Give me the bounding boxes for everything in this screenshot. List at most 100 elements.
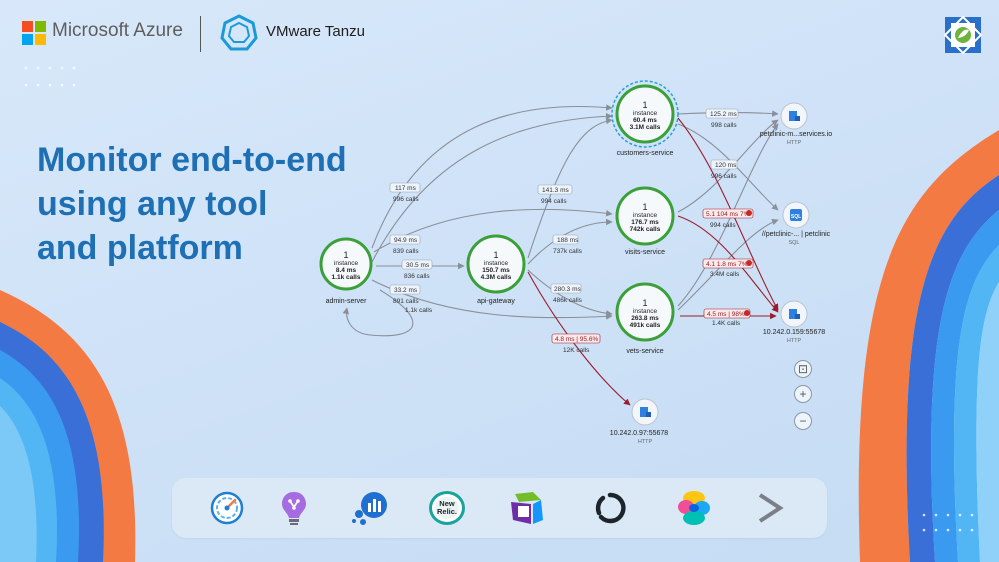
node-instance-count: 1 bbox=[642, 100, 647, 110]
edge-label-calls: 994 calls bbox=[710, 222, 736, 229]
node-calls: 3.1M calls bbox=[630, 124, 661, 131]
node-duration: 150.7 ms bbox=[482, 267, 510, 274]
node-api-gateway[interactable]: 1 instance 150.7 ms 4.3M calls api-gatew… bbox=[466, 234, 526, 305]
node-calls: 4.3M calls bbox=[481, 274, 512, 281]
error-label[interactable]: 4.1 1.8 ms 7% bbox=[702, 258, 754, 269]
endpoint-ip-97[interactable]: 10.242.0.97:55678 HTTP bbox=[610, 398, 668, 445]
headline: Monitor end-to-end using any tool and pl… bbox=[37, 138, 377, 270]
node-calls: 491k calls bbox=[630, 322, 661, 329]
error-label-text: 4.1 1.8 ms 7% bbox=[706, 261, 748, 268]
edge-label-calls: 994 calls bbox=[541, 198, 567, 205]
dot-grid-bottom-right bbox=[922, 513, 974, 532]
edge-admin-customers-2[interactable] bbox=[371, 112, 613, 263]
node-duration: 263.8 ms bbox=[631, 315, 659, 322]
endpoint-name: //petclinic-... | petclinic bbox=[762, 231, 831, 238]
tool-application-insights[interactable] bbox=[272, 478, 316, 538]
endpoint-petclinic-http[interactable]: petclinic-m...services.io HTTP bbox=[760, 102, 832, 146]
new-relic-text-2: Relic. bbox=[437, 507, 457, 516]
zoom-in-button[interactable]: + bbox=[794, 385, 812, 403]
error-edge-visits-ip159[interactable] bbox=[677, 215, 779, 313]
tool-azure-monitor[interactable] bbox=[205, 478, 249, 538]
azure-monitor-icon bbox=[210, 491, 244, 525]
tool-next[interactable] bbox=[747, 478, 791, 538]
node-instance-label: instance bbox=[633, 212, 658, 219]
edge-vets-sql[interactable] bbox=[677, 218, 779, 311]
node-vets-service[interactable]: 1 instance 263.8 ms 491k calls vets-serv… bbox=[615, 282, 675, 355]
edge-labels: 117 ms 996 calls 94.9 ms 839 calls 30.5 … bbox=[389, 108, 741, 327]
fit-to-screen-button[interactable]: ⊡ bbox=[794, 360, 812, 378]
edge-gateway-customers[interactable] bbox=[527, 117, 613, 259]
endpoint-kind: HTTP bbox=[787, 338, 802, 344]
error-label[interactable]: 4.5 ms | 98% bbox=[703, 308, 751, 319]
tool-elastic[interactable] bbox=[672, 478, 716, 538]
node-admin-server[interactable]: 1 instance 8.4 ms 1.1k calls admin-serve… bbox=[319, 237, 373, 305]
error-dots bbox=[744, 210, 752, 316]
edge-label: 188 ms 737k calls bbox=[552, 234, 583, 255]
edge-label: 280.3 ms 486k calls bbox=[550, 283, 583, 304]
node-calls: 742k calls bbox=[630, 226, 661, 233]
tool-new-relic[interactable]: New Relic. bbox=[425, 478, 469, 538]
tool-dynatrace[interactable] bbox=[505, 478, 549, 538]
azure-brand-label: Microsoft Azure bbox=[52, 20, 183, 41]
headline-line-1: Monitor end-to-end bbox=[37, 141, 347, 179]
endpoint-ip-159[interactable]: 10.242.0.159:55678 HTTP bbox=[763, 300, 825, 344]
edge-admin-customers[interactable] bbox=[371, 104, 613, 249]
endpoint-kind: SQL bbox=[788, 240, 799, 246]
http-endpoint-icon bbox=[789, 309, 800, 319]
header-divider bbox=[200, 16, 201, 52]
node-instance-label: instance bbox=[484, 260, 509, 267]
error-edge-gateway-ip97[interactable] bbox=[527, 271, 631, 406]
node-visits-service[interactable]: 1 instance 176.7 ms 742k calls visits-se… bbox=[615, 186, 675, 256]
endpoint-petclinic-sql[interactable]: SQL //petclinic-... | petclinic SQL bbox=[762, 201, 831, 246]
edge-label-calls: 1.1k calls bbox=[405, 307, 433, 314]
edge-label-ms: 280.3 ms bbox=[554, 286, 581, 293]
edge-label: 120 ms 996 calls bbox=[710, 159, 737, 180]
right-stripes-decoration bbox=[858, 130, 999, 562]
node-duration: 176.7 ms bbox=[631, 219, 659, 226]
endpoint-name: 10.242.0.97:55678 bbox=[610, 430, 668, 437]
error-label-text: 5.1 104 ms 7% bbox=[706, 211, 750, 218]
edge-label-ms: 117 ms bbox=[395, 185, 417, 192]
error-label[interactable]: 5.1 104 ms 7% bbox=[702, 208, 754, 219]
dot-grid-top-left bbox=[24, 66, 76, 87]
edge-label-calls: 839 calls bbox=[393, 248, 419, 255]
error-label-text: 4.8 ms | 95.6% bbox=[555, 336, 598, 343]
edge-gateway-vets[interactable] bbox=[527, 269, 613, 317]
edge-label-calls: 891 calls bbox=[393, 298, 419, 305]
chevron-right-icon bbox=[758, 493, 784, 523]
error-label-calls: 12K calls bbox=[563, 347, 590, 354]
service-nodes: 1 instance 8.4 ms 1.1k calls admin-serve… bbox=[319, 80, 679, 355]
sql-database-icon bbox=[790, 209, 802, 221]
edge-label-calls: 3.4M calls bbox=[710, 271, 740, 278]
tools-logo-bar: New Relic. bbox=[172, 478, 827, 538]
node-customers-service[interactable]: 1 instance 60.4 ms 3.1M calls customers-… bbox=[611, 80, 679, 157]
tool-lightstep[interactable] bbox=[588, 478, 632, 538]
node-instance-count: 1 bbox=[343, 250, 348, 260]
edge-label-calls: 486k calls bbox=[553, 297, 583, 304]
new-relic-logo-icon: New Relic. bbox=[429, 491, 465, 525]
sql-icon-text: SQL bbox=[791, 214, 801, 220]
node-instance-count: 1 bbox=[493, 250, 498, 260]
node-name: vets-service bbox=[626, 348, 663, 355]
error-label[interactable]: 4.8 ms | 95.6% 12K calls bbox=[551, 333, 601, 354]
node-instance-count: 1 bbox=[642, 202, 647, 212]
node-name: customers-service bbox=[617, 150, 674, 157]
tool-app-dynamics[interactable] bbox=[348, 478, 392, 538]
node-instance-label: instance bbox=[633, 110, 658, 117]
edge-label: 141.3 ms 994 calls bbox=[537, 184, 573, 205]
edge-admin-self[interactable] bbox=[342, 289, 414, 337]
elastic-logo-icon bbox=[678, 491, 710, 525]
node-instance-count: 1 bbox=[642, 298, 647, 308]
http-endpoint-icon bbox=[640, 407, 651, 417]
edge-label-ms: 120 ms bbox=[715, 162, 737, 169]
edge-label-ms: 141.3 ms bbox=[542, 187, 569, 194]
microsoft-logo-icon bbox=[22, 21, 46, 45]
node-calls: 1.1k calls bbox=[332, 274, 361, 281]
zoom-out-button[interactable]: − bbox=[794, 412, 812, 430]
edge-gateway-visits[interactable] bbox=[527, 218, 613, 265]
node-instance-label: instance bbox=[334, 260, 359, 267]
tanzu-brand-label: VMware Tanzu bbox=[266, 23, 365, 40]
lightstep-ring-icon bbox=[595, 492, 626, 524]
